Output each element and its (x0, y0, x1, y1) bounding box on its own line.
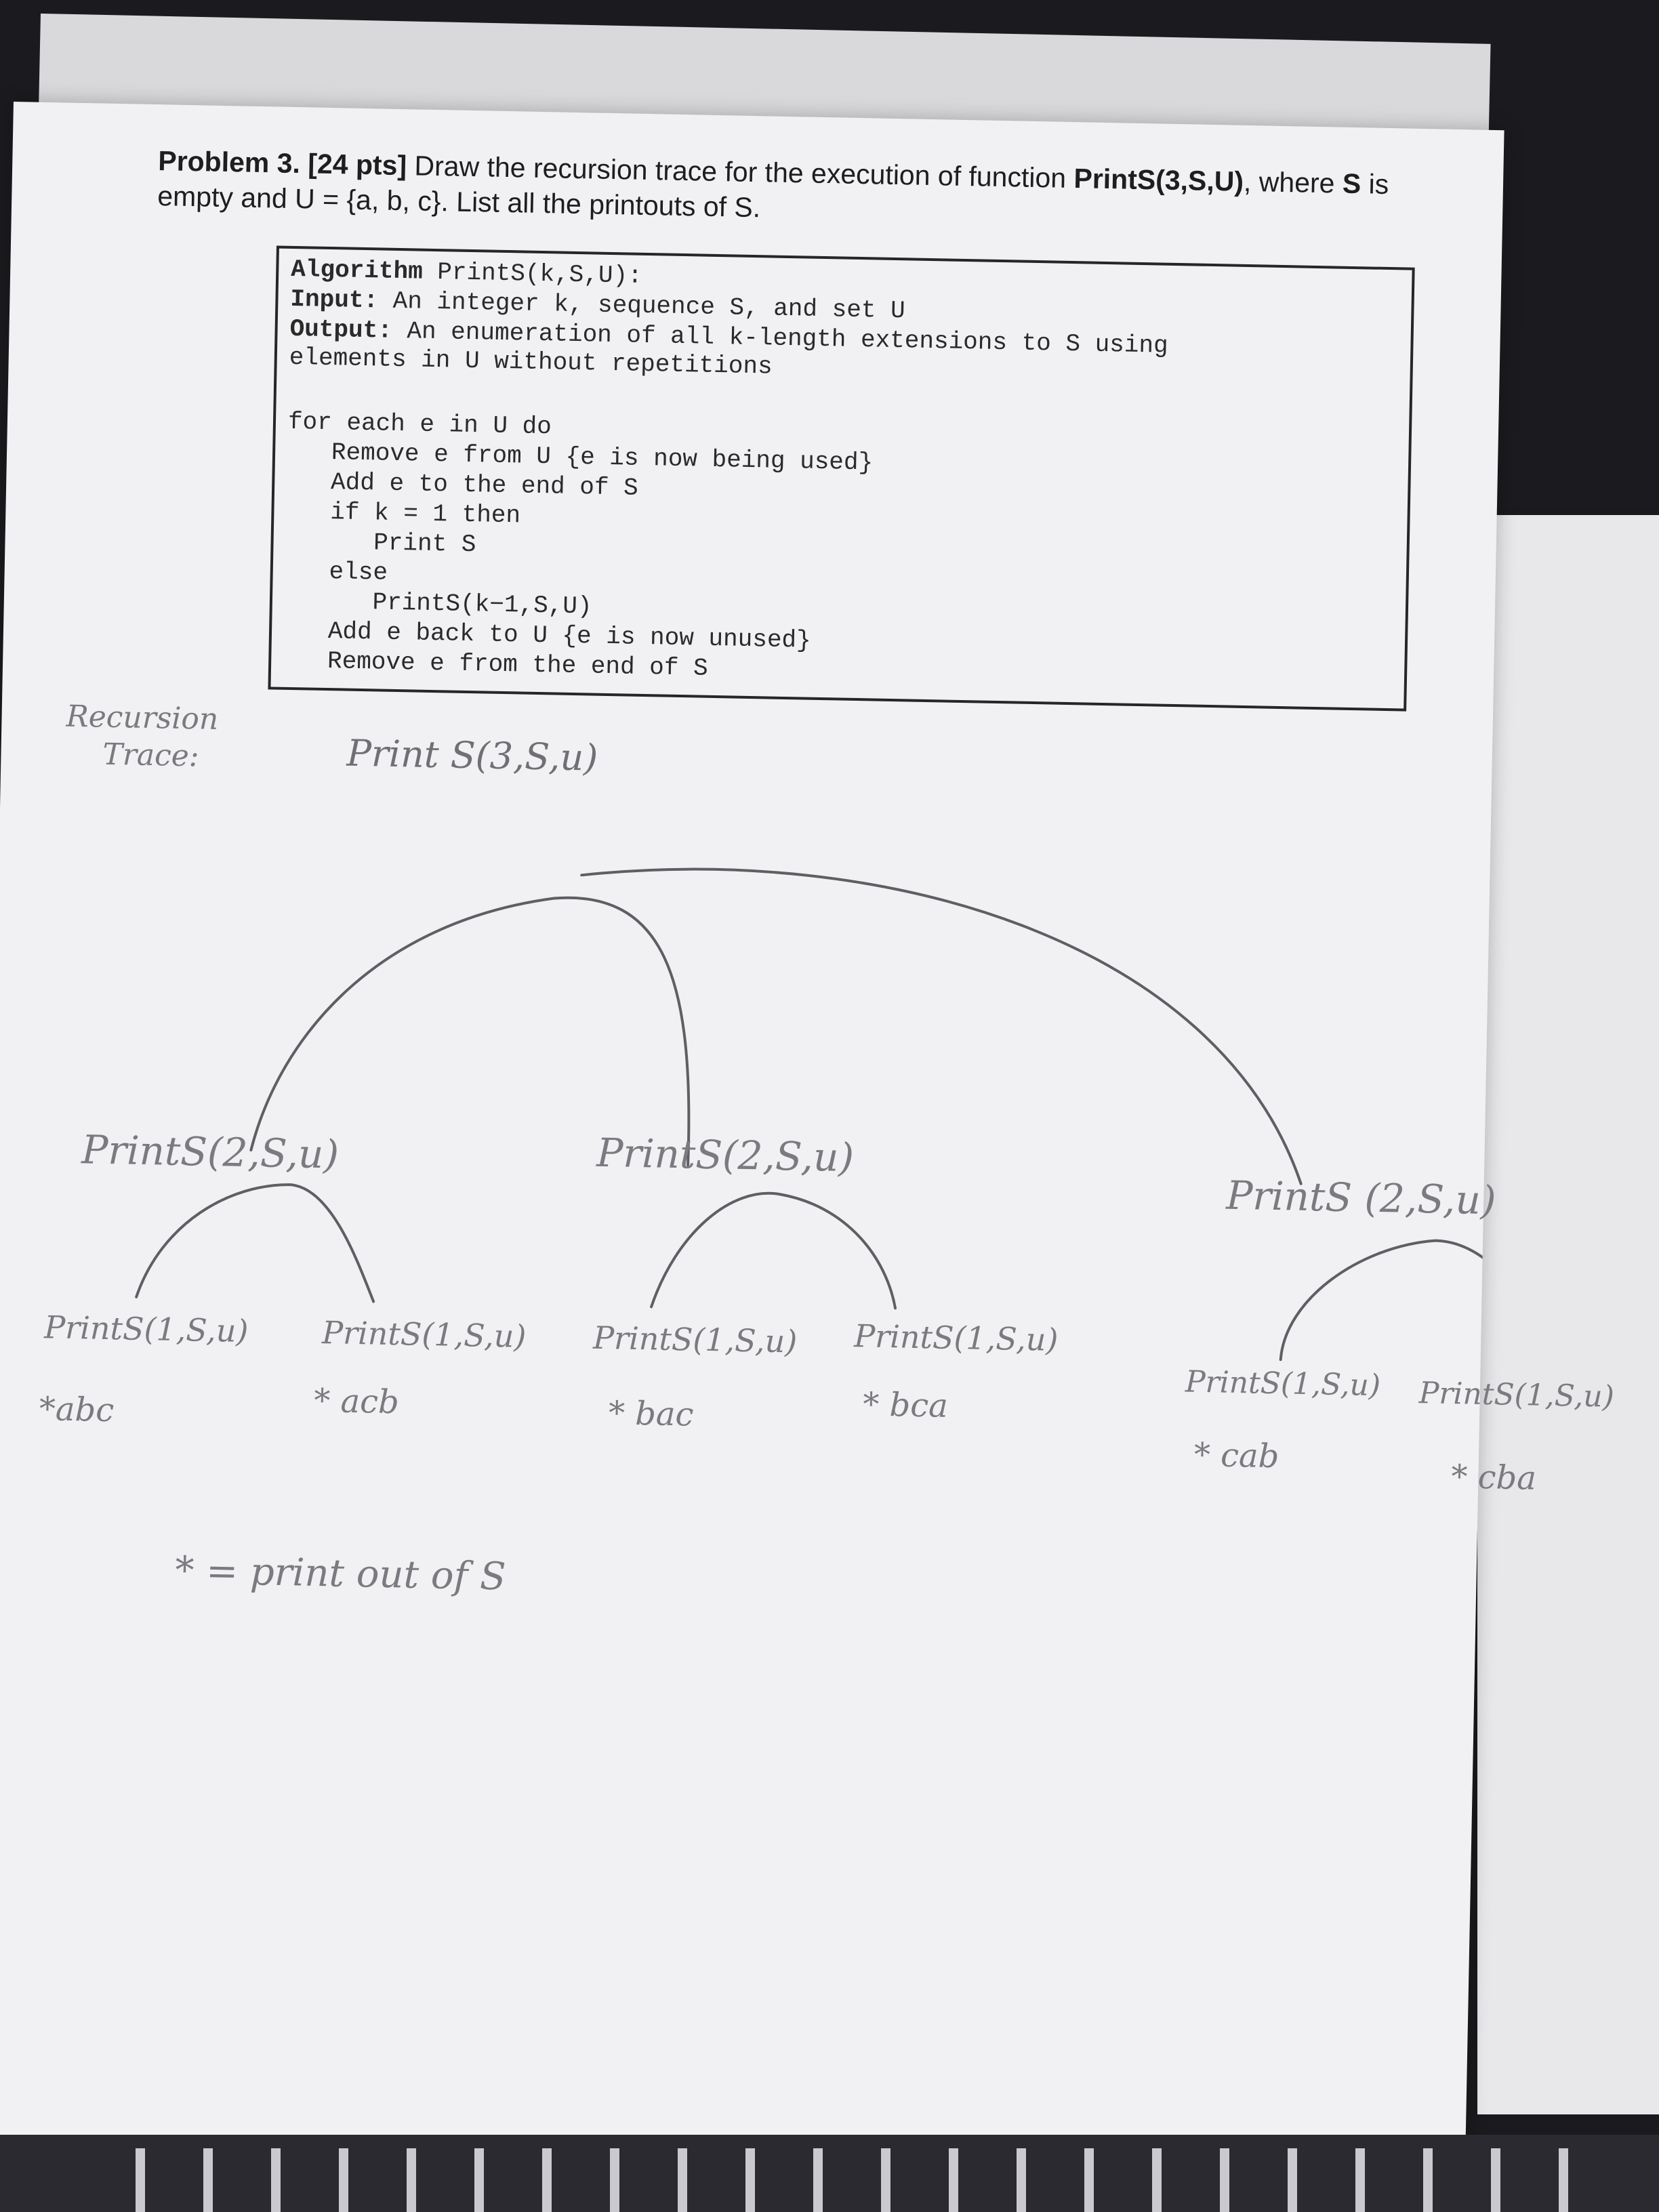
leaf-call-1: PrintS(1,S,u) (43, 1309, 249, 1349)
leaf-call-4: PrintS(1,S,u) (853, 1317, 1059, 1358)
problem-statement-line-2: empty and U = {a, b, c}. List all the pr… (157, 180, 761, 224)
algorithm-signature: PrintS(k,S,U): (422, 258, 643, 290)
arc-root-to-child-1 (249, 896, 691, 1167)
recursion-tree-arcs (135, 867, 1492, 1361)
problem-text-2: , where (1243, 165, 1335, 199)
child-call-1: PrintS(2,S,u) (81, 1126, 340, 1178)
printout-abc: *abc (39, 1390, 115, 1430)
printout-bac: * bac (608, 1394, 695, 1434)
algorithm-body-line: for each e in U do (287, 407, 552, 441)
side-sheet (1477, 515, 1659, 2114)
problem-text-3: is (1368, 168, 1389, 200)
problem-call: PrintS(3,S,U) (1073, 163, 1244, 197)
arc-child2-to-leaves (650, 1191, 897, 1310)
printout-acb: * acb (313, 1381, 400, 1422)
child-call-3: PrintS (2,S,u) (1225, 1172, 1497, 1224)
algorithm-body-line: else (285, 556, 388, 587)
leaf-call-3: PrintS(1,S,u) (592, 1319, 798, 1360)
input-keyword: Input: (290, 285, 379, 315)
arc-root-to-child-3 (580, 867, 1303, 1185)
algorithm-body-line: if k = 1 then (286, 497, 521, 530)
algorithm-body-line: Remove e from the end of S (283, 646, 709, 682)
problem-label: Problem 3. (157, 145, 301, 180)
child-call-2: PrintS(2,S,u) (596, 1129, 855, 1181)
arc-child1-to-leaves (135, 1183, 375, 1303)
output-keyword: Output: (289, 314, 393, 345)
spiral-rings (136, 2148, 1568, 2212)
algorithm-body-line: Print S (285, 527, 476, 559)
algorithm-box: Algorithm PrintS(k,S,U): Input: An integ… (268, 245, 1415, 712)
problem-points: [24 pts] (307, 148, 407, 182)
algorithm-body-line: Add e to the end of S (286, 467, 639, 502)
algorithm-header: Algorithm PrintS(k,S,U): (291, 255, 642, 290)
trace-label-line-1: Recursion (66, 699, 219, 737)
printout-cab: * cab (1193, 1435, 1279, 1476)
worksheet-page: Problem 3. [24 pts] Draw the recursion t… (0, 102, 1614, 2177)
spiral-binding (0, 2135, 1659, 2212)
leaf-call-6: PrintS(1,S,u) (1418, 1376, 1615, 1414)
arc-child3-to-leaves (1279, 1239, 1492, 1361)
algorithm-body-line: PrintS(k−1,S,U) (284, 586, 592, 621)
algorithm-keyword: Algorithm (290, 255, 424, 286)
printout-cba: * cba (1450, 1458, 1537, 1498)
printout-bca: * bca (862, 1385, 949, 1425)
printout-legend: * = print out of S (174, 1548, 507, 1599)
leaf-call-2: PrintS(1,S,u) (321, 1314, 527, 1355)
problem-s-variable: S (1342, 167, 1361, 200)
leaf-call-5: PrintS(1,S,u) (1185, 1364, 1381, 1404)
